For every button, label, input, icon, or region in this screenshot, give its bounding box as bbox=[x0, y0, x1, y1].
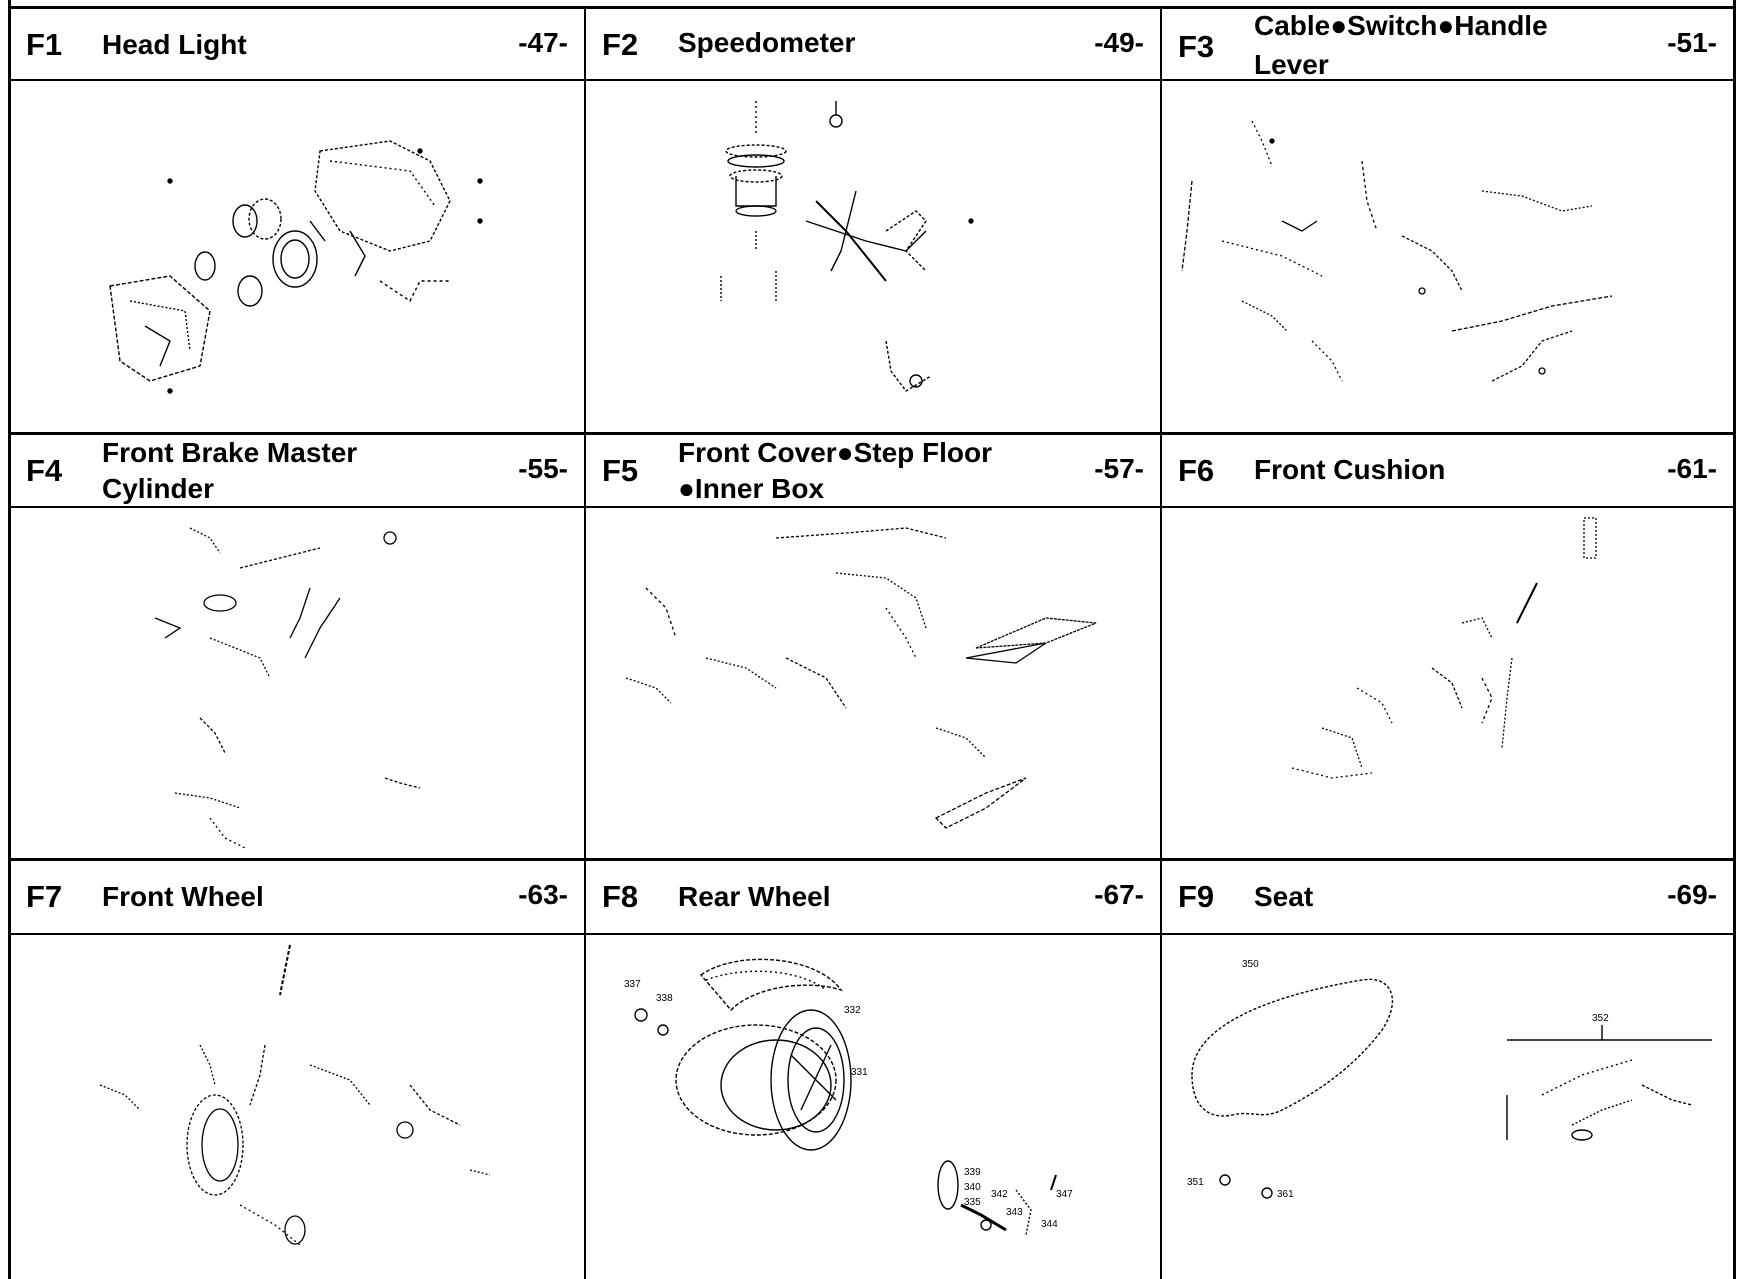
drawing-label: 340 bbox=[964, 1182, 981, 1193]
right-border bbox=[1733, 0, 1736, 1279]
section-code: F8 bbox=[602, 879, 639, 914]
section-title: Front Wheel bbox=[102, 881, 264, 912]
drawing-label: 342 bbox=[991, 1189, 1008, 1200]
drawing-label: 347 bbox=[1056, 1189, 1073, 1200]
front-cushion-drawing[interactable] bbox=[1162, 508, 1733, 858]
top-border bbox=[8, 6, 1734, 9]
section-title: Rear Wheel bbox=[678, 881, 831, 912]
section-header-f6[interactable]: F6 Front Cushion -61- bbox=[1162, 435, 1733, 506]
drawing-label: 337 bbox=[624, 979, 641, 990]
drawing-label: 338 bbox=[656, 993, 673, 1004]
rear-wheel-drawing[interactable]: 337 338 332 331 339 340 335 342 343 347 … bbox=[586, 935, 1160, 1279]
section-title: Front Cushion bbox=[1254, 454, 1446, 485]
front-brake-master-cylinder-drawing[interactable] bbox=[10, 508, 584, 858]
drawing-label: 335 bbox=[964, 1197, 981, 1208]
head-light-drawing[interactable] bbox=[10, 81, 584, 432]
drawing-label: 351 bbox=[1187, 1177, 1204, 1188]
section-code: F7 bbox=[26, 879, 63, 914]
section-title-line-2: ●Inner Box bbox=[678, 473, 825, 504]
drawing-label: 343 bbox=[1006, 1207, 1023, 1218]
left-border bbox=[8, 0, 11, 1279]
section-code: F4 bbox=[26, 453, 63, 488]
section-title-line-2: Cylinder bbox=[102, 473, 215, 504]
drawing-label: 350 bbox=[1242, 959, 1259, 970]
drawing-label: 352 bbox=[1592, 1013, 1609, 1024]
section-header-f7[interactable]: F7 Front Wheel -63- bbox=[10, 861, 584, 933]
section-title: Speedometer bbox=[678, 27, 856, 58]
seat-drawing[interactable]: 350 352 351 361 bbox=[1162, 935, 1733, 1279]
section-title: Head Light bbox=[102, 29, 247, 60]
speedometer-drawing[interactable] bbox=[586, 81, 1160, 432]
section-code: F1 bbox=[26, 27, 63, 62]
section-header-f9[interactable]: F9 Seat -69- bbox=[1162, 861, 1733, 933]
section-code: F5 bbox=[602, 453, 639, 488]
page-number: -61- bbox=[1667, 453, 1717, 484]
section-title-line-1: Front Cover●Step Floor bbox=[678, 437, 993, 468]
front-wheel-drawing[interactable] bbox=[10, 935, 584, 1279]
section-code: F3 bbox=[1178, 29, 1215, 64]
section-header-f8[interactable]: F8 Rear Wheel -67- bbox=[586, 861, 1160, 933]
row-divider-1 bbox=[8, 432, 1734, 435]
row1-header-divider bbox=[8, 79, 1734, 81]
section-header-f2[interactable]: F2 Speedometer -49- bbox=[586, 9, 1160, 79]
section-code: F9 bbox=[1178, 879, 1215, 914]
section-title: Seat bbox=[1254, 881, 1314, 912]
drawing-label: 361 bbox=[1277, 1189, 1294, 1200]
page-number: -69- bbox=[1667, 879, 1717, 910]
page-number: -49- bbox=[1094, 27, 1144, 58]
page-number: -63- bbox=[518, 879, 568, 910]
section-code: F2 bbox=[602, 27, 639, 62]
section-header-f4[interactable]: F4 Front Brake Master Cylinder -55- bbox=[10, 435, 584, 506]
section-header-f5[interactable]: F5 Front Cover●Step Floor ●Inner Box -57… bbox=[586, 435, 1160, 506]
row3-header-divider bbox=[8, 933, 1734, 935]
page-number: -55- bbox=[518, 453, 568, 484]
drawing-label: 339 bbox=[964, 1167, 981, 1178]
section-title-line-2: Lever bbox=[1254, 49, 1329, 80]
section-header-f1[interactable]: F1 Head Light -47- bbox=[10, 9, 584, 79]
row-divider-2 bbox=[8, 858, 1734, 861]
column-divider-1 bbox=[584, 6, 586, 1279]
drawing-label: 331 bbox=[851, 1067, 868, 1078]
cable-switch-handle-lever-drawing[interactable] bbox=[1162, 81, 1733, 432]
drawing-label: 332 bbox=[844, 1005, 861, 1016]
row2-header-divider bbox=[8, 506, 1734, 508]
page-number: -47- bbox=[518, 27, 568, 58]
section-header-f3[interactable]: F3 Cable●Switch●Handle Lever -51- bbox=[1162, 9, 1733, 80]
page-number: -67- bbox=[1094, 879, 1144, 910]
section-code: F6 bbox=[1178, 453, 1215, 488]
front-cover-step-floor-inner-box-drawing[interactable] bbox=[586, 508, 1160, 858]
page-number: -57- bbox=[1094, 453, 1144, 484]
drawing-label: 344 bbox=[1041, 1219, 1058, 1230]
page-number: -51- bbox=[1667, 27, 1717, 58]
section-title-line-1: Cable●Switch●Handle bbox=[1254, 10, 1548, 41]
column-divider-2 bbox=[1160, 6, 1162, 1279]
section-title-line-1: Front Brake Master bbox=[102, 437, 358, 468]
